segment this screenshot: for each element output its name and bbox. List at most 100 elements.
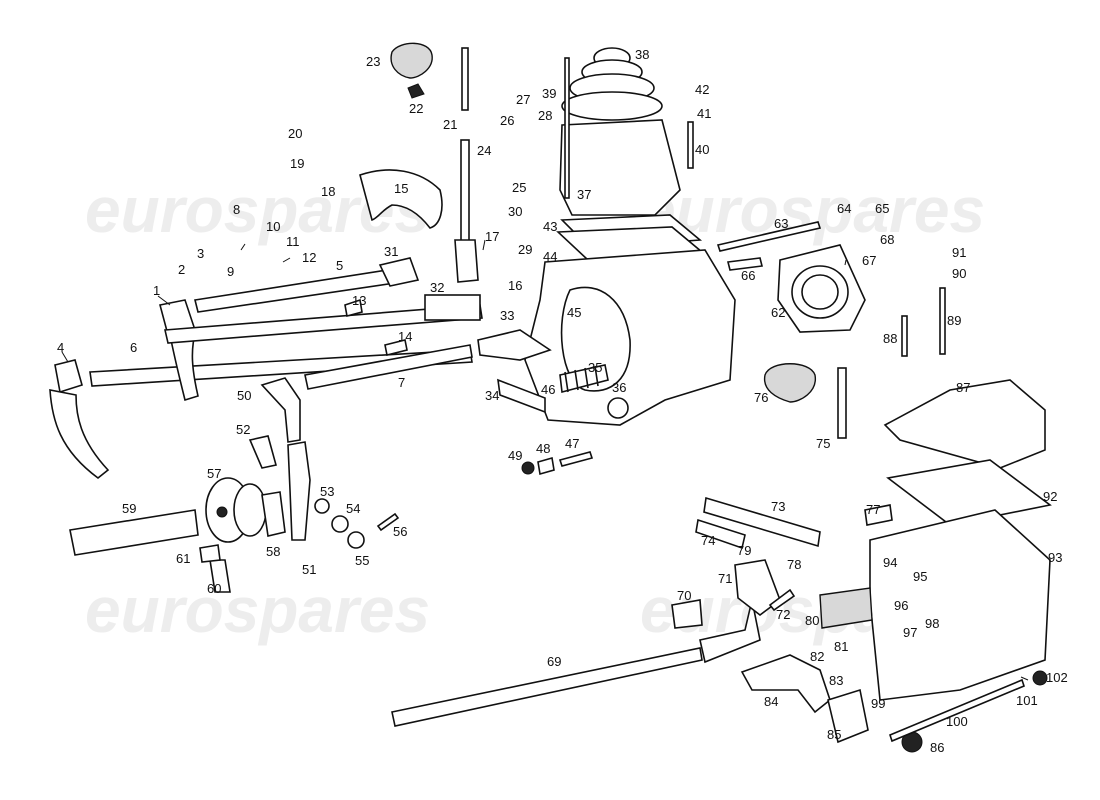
gear-57 <box>205 477 267 543</box>
callout-94: 94 <box>883 555 897 570</box>
callout-74: 74 <box>701 533 715 548</box>
callout-56: 56 <box>393 524 407 539</box>
shaft-73 <box>703 496 821 548</box>
callout-91: 91 <box>952 245 966 260</box>
callout-33: 33 <box>500 308 514 323</box>
cover-62 <box>777 244 866 333</box>
callout-95: 95 <box>913 569 927 584</box>
callout-71: 71 <box>718 571 732 586</box>
callout-102: 102 <box>1046 670 1068 685</box>
shaft-34 <box>497 378 546 414</box>
lever-84 <box>740 654 831 714</box>
callout-28: 28 <box>538 108 552 123</box>
callout-53: 53 <box>320 484 334 499</box>
callout-30: 30 <box>508 204 522 219</box>
callout-21: 21 <box>443 117 457 132</box>
callout-78: 78 <box>787 557 801 572</box>
block-70 <box>671 599 703 629</box>
lever-33 <box>477 329 552 361</box>
callout-labels: 1 2 3 4 5 6 7 8 9 10 11 12 13 14 15 16 1… <box>57 47 1068 755</box>
callout-99: 99 <box>871 696 885 711</box>
callout-15: 15 <box>394 181 408 196</box>
callout-8: 8 <box>233 202 240 217</box>
bracket-32 <box>424 294 481 321</box>
callout-47: 47 <box>565 436 579 451</box>
callout-80: 80 <box>805 613 819 628</box>
callout-55: 55 <box>355 553 369 568</box>
rod-21 <box>454 47 479 283</box>
callout-20: 20 <box>288 126 302 141</box>
callout-67: 67 <box>862 253 876 268</box>
callout-35: 35 <box>588 360 602 375</box>
callout-85: 85 <box>827 727 841 742</box>
callout-77: 77 <box>866 502 880 517</box>
bolt-88 <box>901 315 908 357</box>
leader-lines <box>61 239 1029 681</box>
callout-60: 60 <box>207 581 221 596</box>
callout-97: 97 <box>903 625 917 640</box>
callout-72: 72 <box>776 607 790 622</box>
lever-50 <box>260 377 301 443</box>
callout-5: 5 <box>336 258 343 273</box>
callout-68: 68 <box>880 232 894 247</box>
rod-39 <box>564 57 570 199</box>
watermark-top-right: eurospares <box>640 174 985 246</box>
callout-61: 61 <box>176 551 190 566</box>
spring-74 <box>695 518 746 550</box>
callout-27: 27 <box>516 92 530 107</box>
callout-38: 38 <box>635 47 649 62</box>
rod-63 <box>716 221 822 252</box>
callout-31: 31 <box>384 244 398 259</box>
callout-43: 43 <box>543 219 557 234</box>
callout-4: 4 <box>57 340 64 355</box>
callout-13: 13 <box>352 293 366 308</box>
lever-51 <box>287 441 311 541</box>
callout-81: 81 <box>834 639 848 654</box>
spring-85 <box>827 688 869 744</box>
callout-89: 89 <box>947 313 961 328</box>
callout-83: 83 <box>829 673 843 688</box>
part-drawings <box>49 42 1052 753</box>
callout-90: 90 <box>952 266 966 281</box>
lever-15 <box>359 169 443 229</box>
callout-41: 41 <box>697 106 711 121</box>
callout-66: 66 <box>741 268 755 283</box>
callout-6: 6 <box>130 340 137 355</box>
callout-12: 12 <box>302 250 316 265</box>
washer-54 <box>331 515 349 533</box>
callout-45: 45 <box>567 305 581 320</box>
casing-opening <box>560 286 631 392</box>
block-80 <box>819 587 873 629</box>
bush-53 <box>314 498 330 514</box>
callout-87: 87 <box>956 380 970 395</box>
watermark-bottom-left: eurospares <box>85 574 430 646</box>
shaft-59 <box>69 509 199 556</box>
bolt-66 <box>727 257 763 271</box>
lever-71 <box>734 559 781 617</box>
nut-22 <box>407 83 425 99</box>
callout-49: 49 <box>508 448 522 463</box>
callout-17: 17 <box>485 229 499 244</box>
callout-88: 88 <box>883 331 897 346</box>
callout-79: 79 <box>737 543 751 558</box>
callout-63: 63 <box>774 216 788 231</box>
callout-24: 24 <box>477 143 491 158</box>
hub-58 <box>261 491 286 537</box>
callout-34: 34 <box>485 388 499 403</box>
callout-44: 44 <box>543 249 557 264</box>
rod-75 <box>837 367 847 439</box>
callout-52: 52 <box>236 422 250 437</box>
callout-3: 3 <box>197 246 204 261</box>
spring-35 <box>559 364 609 394</box>
gasket-92 <box>886 459 1052 526</box>
callout-48: 48 <box>536 441 550 456</box>
callout-42: 42 <box>695 82 709 97</box>
callout-7: 7 <box>398 375 405 390</box>
callout-101: 101 <box>1016 693 1038 708</box>
callout-75: 75 <box>816 436 830 451</box>
bolt-52 <box>248 435 277 469</box>
callout-23: 23 <box>366 54 380 69</box>
nut-49 <box>521 461 535 475</box>
callout-9: 9 <box>227 264 234 279</box>
callout-82: 82 <box>810 649 824 664</box>
